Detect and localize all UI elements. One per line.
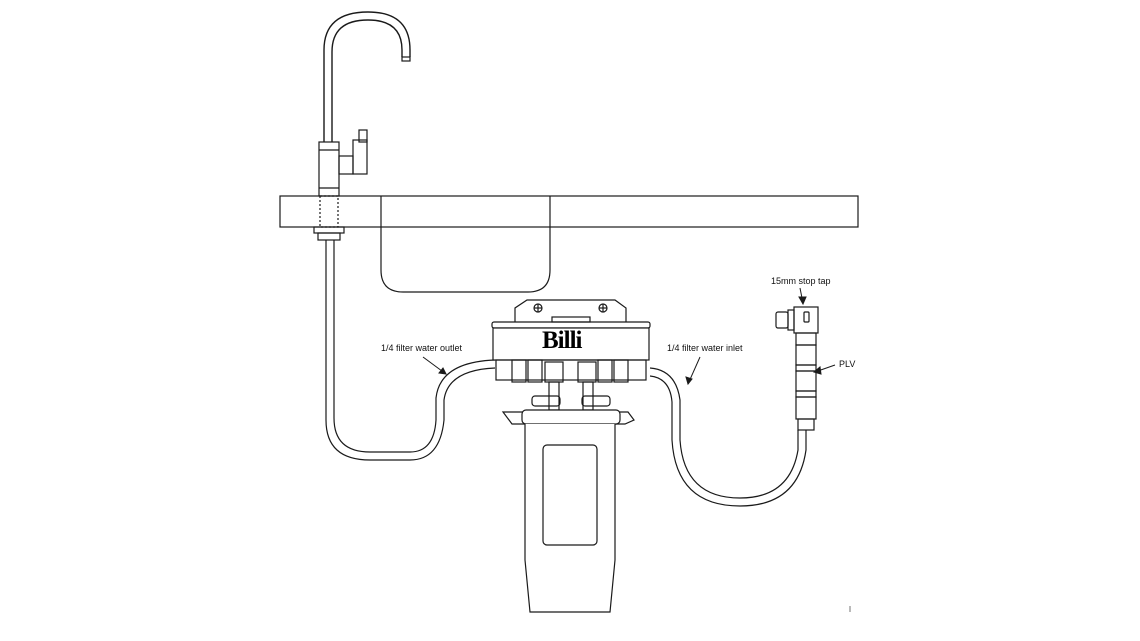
brand-logo: Billi — [542, 327, 582, 354]
filter-canister — [501, 409, 635, 613]
outlet-label: 1/4 filter water outlet — [381, 343, 463, 353]
outlet-hose — [325, 240, 496, 461]
stop-tap-label: 15mm stop tap — [771, 276, 831, 286]
sink-bowl — [380, 196, 551, 293]
faucet — [313, 11, 411, 241]
stop-tap — [775, 306, 819, 431]
plv-label: PLV — [839, 359, 856, 369]
label-arrows — [422, 287, 836, 386]
inlet-hose — [649, 367, 799, 499]
benchtop — [279, 195, 859, 228]
inlet-label: 1/4 filter water inlet — [667, 343, 743, 353]
filter-head — [491, 299, 651, 411]
